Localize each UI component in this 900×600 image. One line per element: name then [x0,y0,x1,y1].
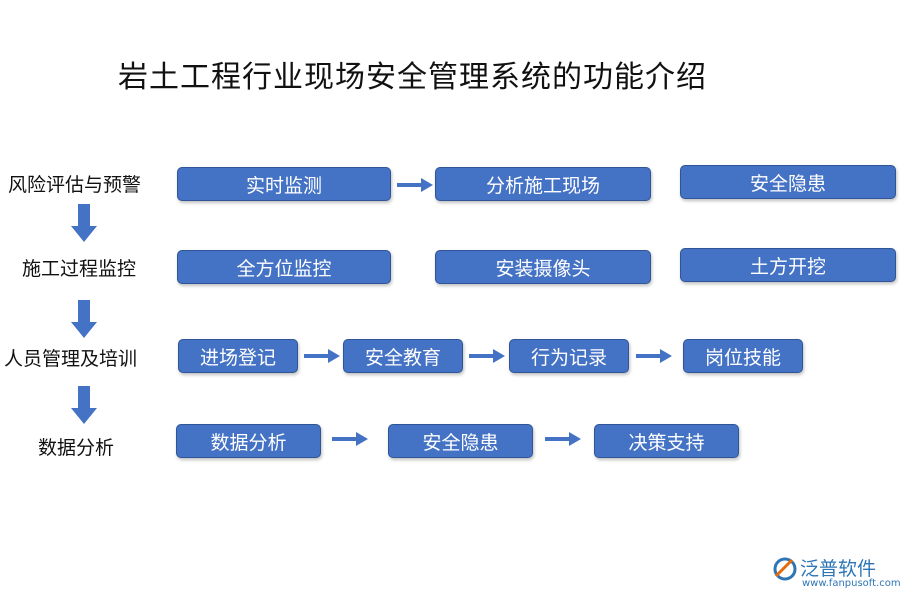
arrow-right-icon [469,349,505,363]
arrow-right-icon [545,432,581,446]
arrow-down-icon [71,300,97,338]
logo-icon [773,557,797,581]
section-label-data: 数据分析 [38,437,115,459]
section-label-construction: 施工过程监控 [22,258,137,280]
box-behavior-record: 行为记录 [509,339,629,373]
box-analyze-site: 分析施工现场 [435,167,651,201]
page-title: 岩土工程行业现场安全管理系统的功能介绍 [118,60,707,95]
section-label-risk: 风险评估与预警 [8,174,142,196]
arrow-right-icon [332,432,368,446]
arrow-down-icon [71,204,97,242]
box-safety-hazard-2: 安全隐患 [388,424,533,458]
box-realtime-monitoring: 实时监测 [177,167,391,201]
box-entry-registration: 进场登记 [178,339,298,373]
box-safety-education: 安全教育 [343,339,463,373]
box-safety-hazard: 安全隐患 [680,165,896,199]
section-label-personnel: 人员管理及培训 [4,348,138,370]
box-decision-support: 决策支持 [594,424,739,458]
arrow-right-icon [397,178,433,192]
box-data-analysis: 数据分析 [176,424,321,458]
box-install-camera: 安装摄像头 [435,250,651,284]
box-job-skills: 岗位技能 [683,339,803,373]
logo-url: www.fanpusoft.com [802,578,900,589]
arrow-right-icon [304,349,340,363]
box-earthwork: 土方开挖 [680,248,896,282]
logo-name: 泛普软件 [800,558,877,580]
arrow-down-icon [71,386,97,424]
arrow-right-icon [636,349,672,363]
box-full-monitoring: 全方位监控 [177,250,391,284]
brand-logo: 泛普软件 www.fanpusoft.com [772,554,900,598]
